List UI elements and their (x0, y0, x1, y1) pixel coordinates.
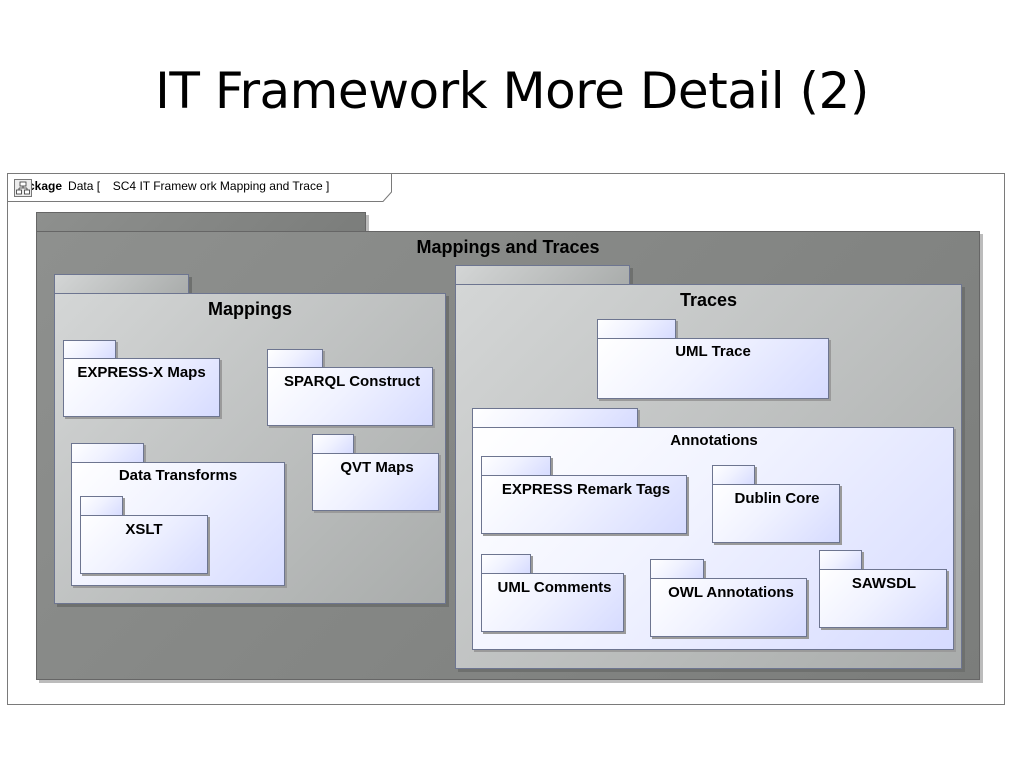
package-tab (472, 408, 638, 429)
package-label: QVT Maps (340, 459, 414, 476)
package-label: Data Transforms (118, 467, 238, 484)
frame-bracket-open: [ (96, 179, 101, 193)
package-tab (481, 456, 551, 477)
package-label: EXPRESS-X Maps (77, 364, 206, 381)
package-body (267, 367, 433, 426)
package-label: SAWSDL (851, 575, 917, 592)
package-body (819, 569, 947, 628)
package-tab (819, 550, 862, 571)
slide-title: IT Framework More Detail (2) (155, 62, 869, 120)
frame-package-name: Data (68, 179, 94, 193)
package-tab (481, 554, 531, 575)
package-tab (71, 443, 144, 464)
package-tab (312, 434, 354, 455)
package-body (63, 358, 220, 417)
frame-bracket-close: ] (325, 179, 330, 193)
package-label: Traces (679, 290, 738, 310)
package-tab (63, 340, 116, 360)
package-label: OWL Annotations (668, 584, 794, 601)
package-label: Mappings (208, 299, 292, 319)
package-tab (80, 496, 123, 517)
package-body (650, 578, 807, 637)
package-label: UML Comments (497, 579, 612, 596)
package-tab (597, 319, 676, 340)
package-tab (712, 465, 755, 486)
frame-diagram-name: SC4 IT Framew ork Mapping and Trace (112, 179, 323, 193)
package-label: UML Trace (675, 343, 751, 360)
package-tab (36, 212, 366, 232)
package-label: SPARQL Construct (283, 373, 421, 390)
package-body (712, 484, 840, 543)
package-tab (455, 265, 630, 286)
package-label: Annotations (670, 432, 758, 449)
package-label: XSLT (125, 521, 163, 538)
package-body (597, 338, 829, 399)
package-tab (650, 559, 704, 580)
package-label: EXPRESS Remark Tags (501, 481, 671, 498)
package-tab (267, 349, 323, 369)
package-body (80, 515, 208, 574)
package-label: Mappings and Traces (416, 237, 600, 257)
package-tab (54, 274, 189, 295)
package-body (481, 475, 687, 534)
package-label: Dublin Core (734, 490, 820, 507)
package-body (312, 453, 439, 511)
frame-header-outline (7, 173, 392, 202)
package-body (481, 573, 624, 632)
